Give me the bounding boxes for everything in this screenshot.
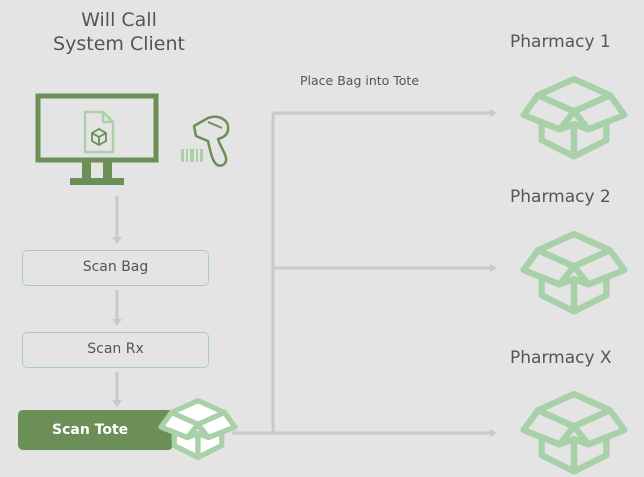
pharmacy-2-label: Pharmacy 2 — [510, 187, 611, 207]
pharmacy-1-label: Pharmacy 1 — [510, 32, 611, 52]
arrowhead-down-2 — [112, 319, 122, 326]
pharmacy-2-box-icon — [520, 230, 628, 315]
flow-label: Place Bag into Tote — [300, 73, 420, 88]
arrowhead-right-3 — [490, 429, 497, 437]
arrowhead-down-1 — [112, 237, 122, 244]
step-scan-rx: Scan Rx — [22, 332, 209, 368]
step-scan-rx-label: Scan Rx — [87, 341, 144, 357]
document-box-icon — [83, 110, 115, 154]
step-scan-bag-label: Scan Bag — [82, 259, 149, 275]
step-scan-bag: Scan Bag — [22, 250, 209, 286]
pharmacy-x-box-icon — [520, 390, 628, 475]
title-line-2: System Client — [53, 33, 185, 55]
pharmacy-1-box-icon — [520, 75, 628, 160]
arrowhead-right-1 — [490, 109, 497, 117]
title-line-1: Will Call — [81, 9, 157, 31]
step-scan-tote-label: Scan Tote — [52, 422, 129, 438]
arrowhead-down-3 — [112, 400, 122, 407]
pharmacy-x-label: Pharmacy X — [510, 348, 612, 368]
arrowhead-right-2 — [490, 264, 497, 272]
desktop-monitor-icon — [35, 93, 159, 185]
barcode-scanner-icon — [181, 115, 230, 167]
diagram-title: Will Call System Client — [0, 8, 238, 56]
step-scan-tote: Scan Tote — [18, 410, 173, 450]
tote-box-icon — [158, 397, 238, 460]
